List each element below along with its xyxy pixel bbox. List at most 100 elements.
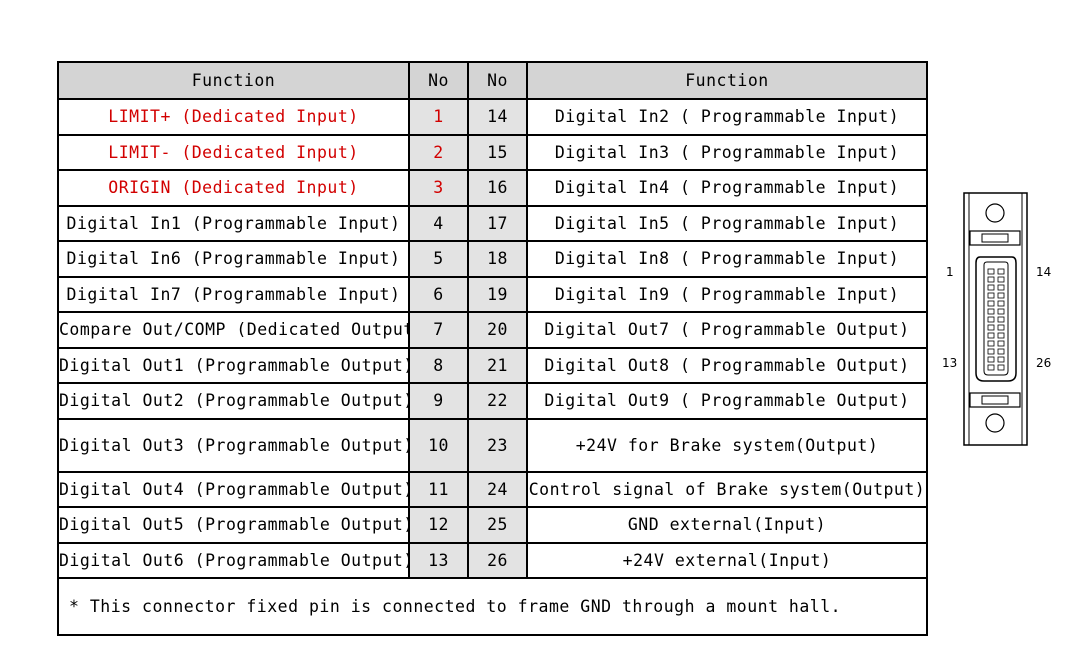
right-function-cell: Digital In4 ( Programmable Input) xyxy=(526,169,928,207)
left-function-cell: ORIGIN (Dedicated Input) xyxy=(57,169,410,207)
header-no-right: No xyxy=(467,61,528,100)
right-function-cell: Digital In9 ( Programmable Input) xyxy=(526,275,928,313)
right-pin-number: 21 xyxy=(467,346,528,384)
left-function-cell: Compare Out/COMP (Dedicated Output) xyxy=(57,311,410,349)
left-pin-number: 6 xyxy=(408,275,469,313)
connector-note: * This connector fixed pin is connected … xyxy=(57,577,928,636)
connector-pin-contact xyxy=(987,276,995,283)
connector-pins xyxy=(987,268,1005,371)
connector-diagram: 1 14 13 26 xyxy=(936,185,1066,455)
connector-pin-contact xyxy=(987,300,995,307)
right-function-cell: Digital Out8 ( Programmable Output) xyxy=(526,346,928,384)
connector-pin-contact xyxy=(987,324,995,331)
left-function-cell: Digital In7 (Programmable Input) xyxy=(57,275,410,313)
connector-pin-contact xyxy=(987,284,995,291)
connector-pin-contact xyxy=(997,316,1005,323)
connector-pin-contact xyxy=(997,324,1005,331)
right-function-cell: Digital Out9 ( Programmable Output) xyxy=(526,382,928,420)
right-function-cell: Digital Out7 ( Programmable Output) xyxy=(526,311,928,349)
connector-shell-inner xyxy=(983,261,1009,376)
right-pin-number: 20 xyxy=(467,311,528,349)
connector-pin-contact xyxy=(997,356,1005,363)
connector-pin-contact xyxy=(987,364,995,371)
right-pin-number: 23 xyxy=(467,417,528,473)
connector-pin-contact xyxy=(997,292,1005,299)
right-function-cell: Digital In8 ( Programmable Input) xyxy=(526,240,928,278)
right-pin-number: 16 xyxy=(467,169,528,207)
connector-pin-contact xyxy=(997,300,1005,307)
header-row: Function No No Function xyxy=(57,61,928,100)
right-function-cell: GND external(Input) xyxy=(526,506,928,544)
left-pin-number: 9 xyxy=(408,382,469,420)
connector-pin-contact xyxy=(987,348,995,355)
connector-pin-contact xyxy=(987,316,995,323)
header-no-left: No xyxy=(408,61,469,100)
right-pin-number: 15 xyxy=(467,133,528,171)
left-pin-number: 4 xyxy=(408,204,469,242)
left-pin-number: 13 xyxy=(408,541,469,579)
header-function-right: Function xyxy=(526,61,928,100)
note-row: * This connector fixed pin is connected … xyxy=(57,577,928,636)
left-function-cell: LIMIT+ (Dedicated Input) xyxy=(57,98,410,136)
right-function-cell: +24V external(Input) xyxy=(526,541,928,579)
connector-pin-contact xyxy=(997,308,1005,315)
left-function-cell: Digital Out2 (Programmable Output) xyxy=(57,382,410,420)
connector-pin-contact xyxy=(987,356,995,363)
right-pin-number: 26 xyxy=(467,541,528,579)
left-pin-number: 8 xyxy=(408,346,469,384)
right-function-cell: Digital In5 ( Programmable Input) xyxy=(526,204,928,242)
latch-top-inner xyxy=(981,233,1009,243)
left-pin-number: 12 xyxy=(408,506,469,544)
left-function-cell: Digital In1 (Programmable Input) xyxy=(57,204,410,242)
connector-pin-contact xyxy=(987,292,995,299)
connector-pin-contact xyxy=(997,364,1005,371)
connector-pin-contact xyxy=(987,268,995,275)
left-function-cell: Digital In6 (Programmable Input) xyxy=(57,240,410,278)
left-function-cell: Digital Out3 (Programmable Output) xyxy=(57,417,410,473)
pin-label-26: 26 xyxy=(1036,356,1051,370)
latch-bottom-inner xyxy=(981,395,1009,405)
left-pin-number: 2 xyxy=(408,133,469,171)
pin-label-1: 1 xyxy=(946,265,954,279)
pin-table: Function No No Function LIMIT+ (Dedicate… xyxy=(57,61,928,636)
left-function-cell: Digital Out4 (Programmable Output) xyxy=(57,470,410,508)
connector-pin-contact xyxy=(987,332,995,339)
connector-pin-contact xyxy=(997,332,1005,339)
left-pin-number: 7 xyxy=(408,311,469,349)
left-function-cell: LIMIT- (Dedicated Input) xyxy=(57,133,410,171)
pin-label-14: 14 xyxy=(1036,265,1051,279)
right-function-cell: +24V for Brake system(Output) xyxy=(526,417,928,473)
right-pin-number: 17 xyxy=(467,204,528,242)
left-pin-number: 10 xyxy=(408,417,469,473)
right-pin-number: 22 xyxy=(467,382,528,420)
mount-hole-bottom xyxy=(985,413,1005,433)
right-pin-number: 25 xyxy=(467,506,528,544)
connector-pin-contact xyxy=(997,348,1005,355)
left-function-cell: Digital Out5 (Programmable Output) xyxy=(57,506,410,544)
left-function-cell: Digital Out6 (Programmable Output) xyxy=(57,541,410,579)
connector-pin-contact xyxy=(997,268,1005,275)
connector-pin-contact xyxy=(997,340,1005,347)
connector-pin-contact xyxy=(987,340,995,347)
left-pin-number: 11 xyxy=(408,470,469,508)
left-function-cell: Digital Out1 (Programmable Output) xyxy=(57,346,410,384)
left-pin-number: 3 xyxy=(408,169,469,207)
left-pin-number: 1 xyxy=(408,98,469,136)
right-pin-number: 19 xyxy=(467,275,528,313)
right-pin-number: 24 xyxy=(467,470,528,508)
pin-label-13: 13 xyxy=(942,356,957,370)
